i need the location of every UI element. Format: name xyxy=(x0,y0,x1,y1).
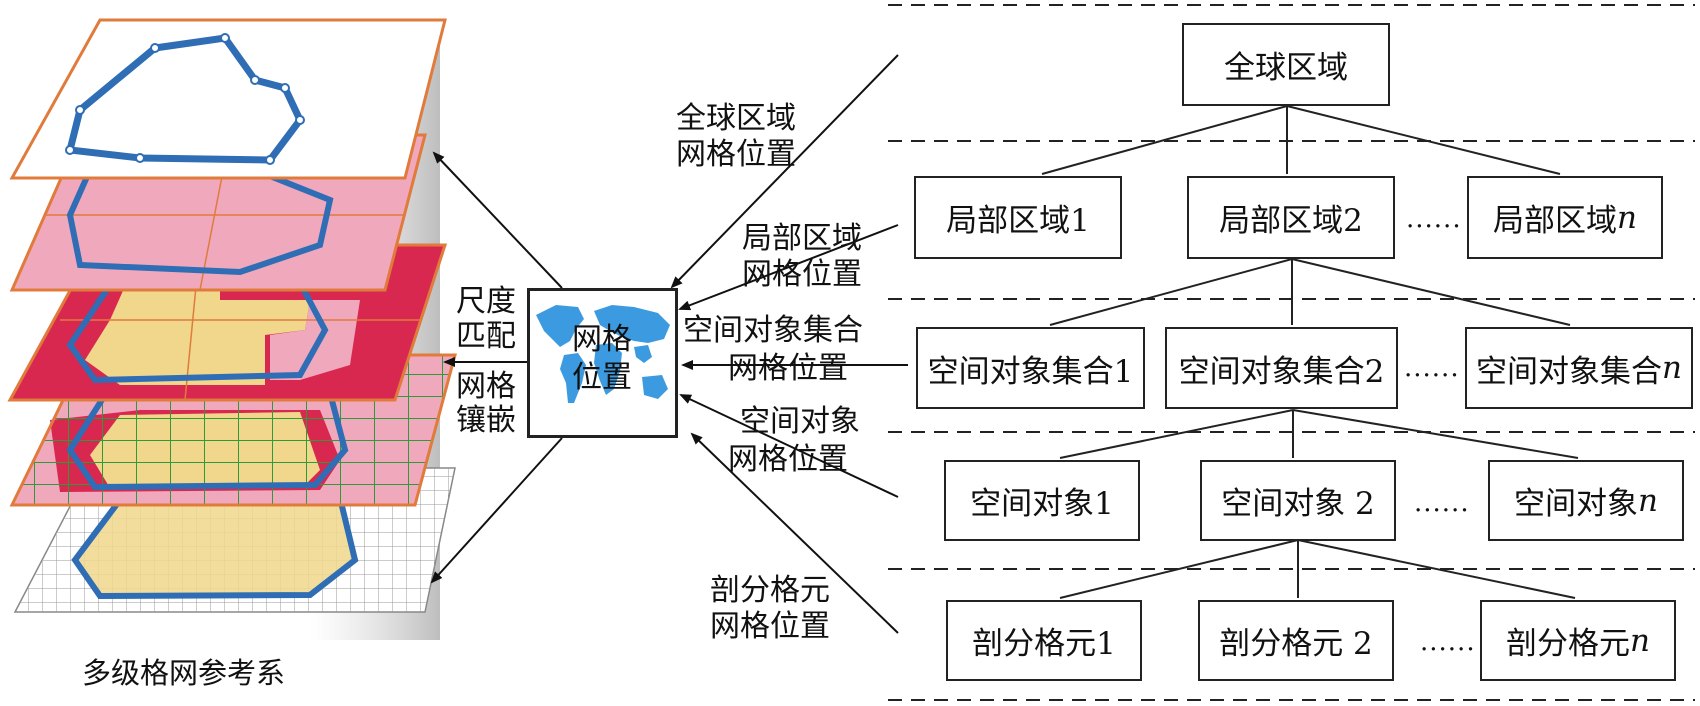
tree-connectors xyxy=(1041,105,1579,599)
node-object-set-1-label: 空间对象集合1 xyxy=(927,353,1134,390)
arrow-from-global xyxy=(670,54,899,289)
world-map-icon xyxy=(536,305,670,403)
grid-mosaic-label-2: 镶嵌 xyxy=(456,403,516,438)
node-local-region-1-label: 局部区域1 xyxy=(946,203,1090,239)
grid-mosaic-label-1: 网格 xyxy=(456,369,516,404)
node-object-set-n-prefix: 空间对象集合 xyxy=(1476,353,1663,390)
node-local-region-1: 局部区域1 xyxy=(914,176,1122,259)
arrow-from-local xyxy=(678,224,899,311)
global-label-2: 网格位置 xyxy=(676,137,796,172)
node-cell-1-label: 剖分格元1 xyxy=(972,626,1116,662)
arrow-to-bottom-layer xyxy=(430,437,563,584)
objset-label-2: 网格位置 xyxy=(728,351,848,386)
node-cell-n-prefix: 剖分格元 xyxy=(1506,626,1631,662)
node-local-region-2-label: 局部区域2 xyxy=(1219,203,1363,239)
local-label-2: 网格位置 xyxy=(742,257,862,292)
node-local-region-n-suffix: n xyxy=(1617,199,1637,236)
scale-match-label-2: 匹配 xyxy=(456,319,516,354)
object-label-2: 网格位置 xyxy=(728,442,848,477)
ellipsis-level2: ...... xyxy=(1404,353,1460,383)
node-global-region-label: 全球区域 xyxy=(1224,50,1348,86)
node-object-n-prefix: 空间对象 xyxy=(1514,486,1639,522)
node-local-region-n-prefix: 局部区域 xyxy=(1493,203,1618,239)
arrow-from-cell xyxy=(690,432,899,634)
cell-label-1: 剖分格元 xyxy=(710,573,830,608)
grid-box-line1: 网格 xyxy=(572,322,632,357)
node-object-set-1: 空间对象集合1 xyxy=(916,327,1145,409)
node-object-1-label: 空间对象1 xyxy=(970,486,1114,522)
grid-location-box: 网格 位置 xyxy=(527,288,678,438)
node-object-set-n-suffix: n xyxy=(1662,350,1682,386)
ellipsis-level4: ...... xyxy=(1420,627,1476,657)
layer-top xyxy=(9,18,447,180)
ellipsis-level3: ...... xyxy=(1414,488,1470,518)
node-object-2-label: 空间对象 2 xyxy=(1221,486,1375,522)
node-object-set-2: 空间对象集合2 xyxy=(1165,327,1398,409)
arrow-to-top-layer xyxy=(432,151,563,289)
node-cell-1: 剖分格元1 xyxy=(946,600,1142,681)
scale-match-label-1: 尺度 xyxy=(456,284,516,319)
stack-caption: 多级格网参考系 xyxy=(82,656,286,690)
node-global-region: 全球区域 xyxy=(1182,23,1390,106)
grid-box-line2: 位置 xyxy=(572,360,632,395)
global-label-1: 全球区域 xyxy=(676,101,796,136)
ellipsis-level1: ...... xyxy=(1406,204,1462,234)
node-local-region-2: 局部区域2 xyxy=(1187,176,1395,259)
node-object-1: 空间对象1 xyxy=(944,460,1140,541)
object-label-1: 空间对象 xyxy=(740,404,860,439)
node-object-n-suffix: n xyxy=(1638,482,1658,519)
objset-label-1: 空间对象集合 xyxy=(683,313,863,348)
local-label-1: 局部区域 xyxy=(742,221,862,256)
node-cell-n-suffix: n xyxy=(1630,622,1650,659)
arrow-from-object xyxy=(679,394,899,498)
cell-label-2: 网格位置 xyxy=(710,609,830,644)
node-object-2: 空间对象 2 xyxy=(1200,460,1396,541)
node-cell-2-label: 剖分格元 2 xyxy=(1219,626,1373,662)
node-object-set-2-label: 空间对象集合2 xyxy=(1178,353,1385,390)
node-cell-2: 剖分格元 2 xyxy=(1198,600,1394,681)
